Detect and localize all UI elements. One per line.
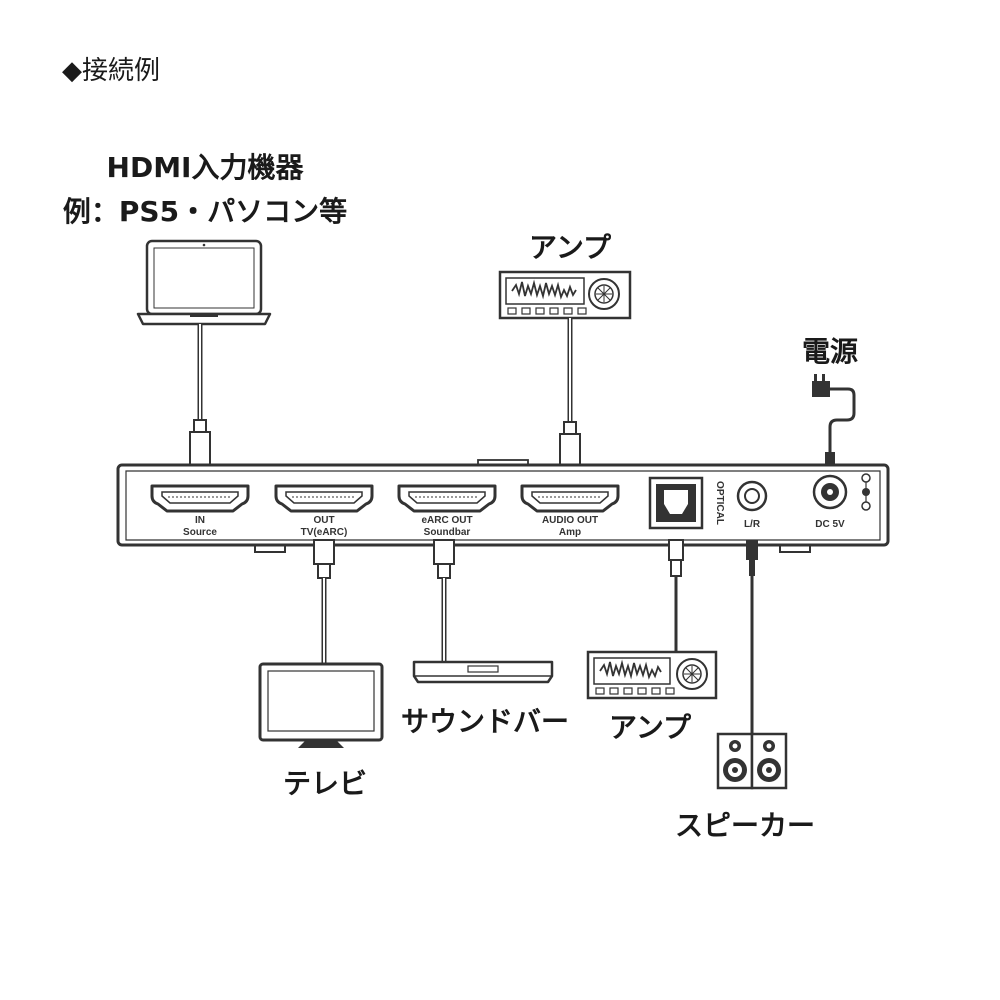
port-dc-label: DC 5V [815,519,845,530]
amplifier-top-icon [498,270,632,320]
power-adapter-icon [812,374,856,472]
lr-audio-jack [736,480,768,512]
port-audio-label: AUDIO OUT [542,515,598,526]
hdmi-port-earc-out [397,484,497,513]
amp-top-label: アンプ [528,231,612,264]
port-earc-sublabel: Soundbar [424,527,471,538]
hdmi-port-in [150,484,250,513]
optical-cable [668,539,684,652]
port-in-sublabel: Source [183,527,217,538]
hdmi-port-out-tv [274,484,374,513]
hdmi-cable-source [189,324,211,475]
optical-port [648,476,704,530]
soundbar-label: サウンドバー [400,705,569,738]
hdmi-cable-soundbar [433,539,455,662]
hdmi-port-audio-out [520,484,620,513]
port-earc-label: eARC OUT [421,515,472,526]
hdmi-cable-tv [313,539,335,664]
port-optical-label: OPTICAL [714,481,725,525]
tv-label: テレビ [282,767,367,800]
source-device-title: HDMI入力機器 [106,151,304,184]
laptop-icon [136,239,272,326]
lr-audio-cable [746,540,758,734]
port-lr-label: L/R [744,519,761,530]
amplifier-bottom-icon [586,650,718,700]
dc-power-port [812,473,871,511]
tv-icon [258,662,384,748]
speaker-left-icon [716,732,754,790]
hdmi-cable-amp-top [559,318,581,475]
port-in-label: IN [195,515,205,526]
soundbar-icon [412,660,554,684]
amp-bottom-label: アンプ [608,711,692,744]
source-device-label: HDMI入力機器 例：PS5・パソコン等 [50,146,360,234]
power-label: 電源 [801,335,858,368]
source-device-examples: 例：PS5・パソコン等 [62,195,348,228]
page-heading: ◆接続例 [62,56,160,86]
port-audio-sublabel: Amp [559,527,581,538]
speaker-label: スピーカー [674,809,815,842]
speaker-right-icon [750,732,788,790]
port-out-sublabel: TV(eARC) [301,527,348,538]
port-out-label: OUT [313,515,334,526]
